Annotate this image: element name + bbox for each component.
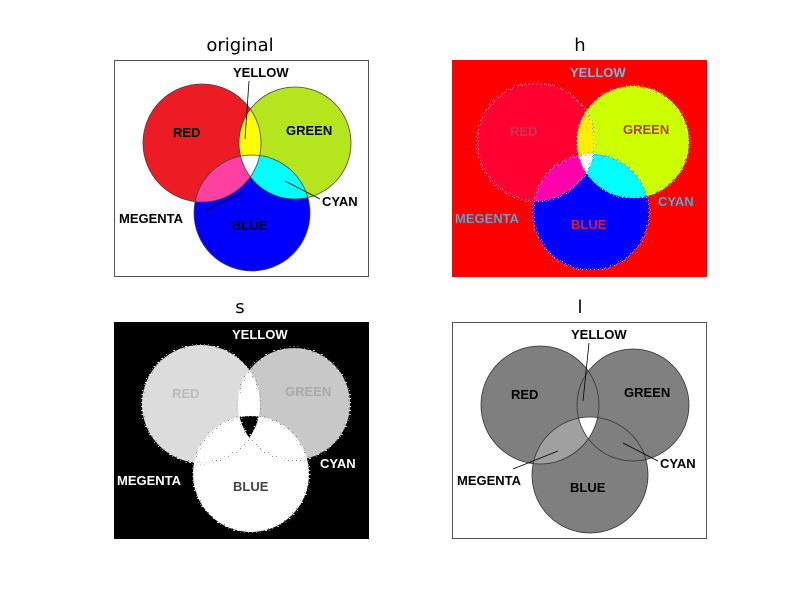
label-cyan: CYAN <box>660 456 696 471</box>
label-cyan: CYAN <box>658 194 694 209</box>
label-red: RED <box>510 124 537 139</box>
cyan-overlap <box>239 155 310 199</box>
venn-l: YELLOW RED GREEN MEGENTA CYAN BLUE <box>457 327 696 534</box>
label-megenta: MEGENTA <box>455 211 520 226</box>
magenta-overlap <box>532 417 599 464</box>
label-megenta: MEGENTA <box>117 473 182 488</box>
label-megenta: MEGENTA <box>457 473 522 488</box>
label-red: RED <box>172 386 199 401</box>
blue-circle <box>193 416 309 532</box>
panel-title-h: h <box>574 35 586 56</box>
panel-title-l: l <box>577 297 583 318</box>
label-cyan: CYAN <box>322 194 358 209</box>
label-red: RED <box>173 125 200 140</box>
panel-title-original: original <box>206 35 274 56</box>
label-yellow: YELLOW <box>571 327 627 342</box>
label-blue: BLUE <box>571 217 607 232</box>
venn-h: YELLOW RED GREEN MEGENTA CYAN BLUE <box>455 65 694 272</box>
panel-title-s: s <box>235 297 245 318</box>
venn-original: YELLOW RED GREEN MEGENTA CYAN BLUE <box>119 65 358 272</box>
label-green: GREEN <box>623 122 669 137</box>
panel-original: YELLOW RED GREEN MEGENTA CYAN BLUE <box>114 60 369 277</box>
label-green: GREEN <box>624 385 670 400</box>
label-yellow: YELLOW <box>570 65 626 80</box>
label-blue: BLUE <box>570 480 606 495</box>
label-green: GREEN <box>286 123 332 138</box>
panel-s: YELLOW RED GREEN MEGENTA CYAN BLUE <box>114 322 369 539</box>
label-yellow: YELLOW <box>233 65 289 80</box>
venn-s: YELLOW RED GREEN MEGENTA CYAN BLUE <box>117 327 356 534</box>
label-red: RED <box>511 387 538 402</box>
panel-l: YELLOW RED GREEN MEGENTA CYAN BLUE <box>452 322 707 539</box>
magenta-overlap <box>194 155 261 202</box>
panel-h: YELLOW RED GREEN MEGENTA CYAN BLUE <box>452 60 707 277</box>
label-yellow: YELLOW <box>232 327 288 342</box>
label-megenta: MEGENTA <box>119 211 184 226</box>
label-green: GREEN <box>285 384 331 399</box>
label-blue: BLUE <box>232 218 268 233</box>
label-blue: BLUE <box>233 479 269 494</box>
label-cyan: CYAN <box>320 456 356 471</box>
